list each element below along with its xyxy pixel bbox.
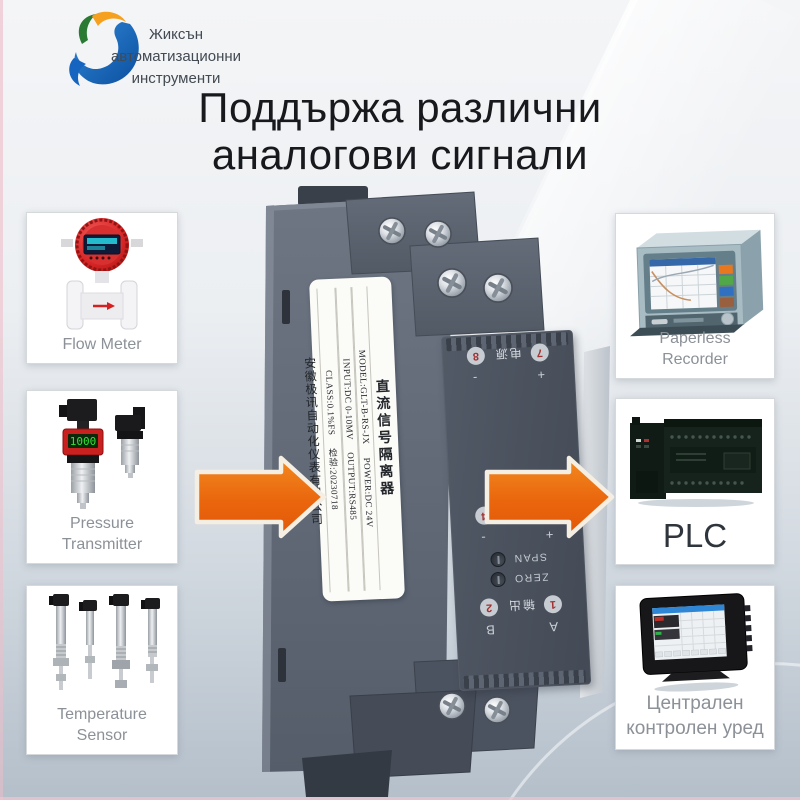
plc-image (616, 401, 774, 513)
card-label: Paperless Recorder (616, 328, 774, 370)
brand-line: автоматизационни (110, 48, 242, 65)
brand-name: Жиксън автоматизационни инструменти (96, 24, 256, 90)
flow-arrow-left-icon (194, 455, 327, 539)
card-label-line: контролен уред (626, 718, 764, 739)
card-label-line: PLC (662, 517, 728, 554)
device-side-face (580, 346, 610, 698)
pressure-transmitter-image: 1000 (27, 393, 177, 515)
card-label-line: Sensor (76, 727, 128, 744)
title-line: Поддържа различни (198, 84, 602, 131)
temperature-sensor-image (27, 588, 177, 706)
hmi-panel-image (616, 588, 774, 696)
flow-arrow-right-icon (484, 455, 615, 539)
paperless-recorder-image (616, 216, 774, 337)
left-edge-tint (0, 0, 3, 800)
card-flow-meter: Flow Meter (26, 212, 178, 364)
card-label-line: Recorder (662, 351, 728, 368)
brand-line: Жиксън (148, 26, 204, 43)
card-label-line: Pressure (69, 515, 135, 532)
card-label-line: Централен (646, 693, 744, 714)
card-label-line: Paperless (659, 330, 731, 347)
page-title: Поддържа различни аналогови сигнали (0, 84, 800, 178)
flow-meter-image (27, 215, 177, 333)
card-central-control-unit: Централен контролен уред (615, 585, 775, 750)
card-label-line: Flow Meter (62, 336, 142, 353)
card-label: Pressure Transmitter (27, 513, 177, 555)
card-pressure-transmitter: 1000 Pressure Transmitter (26, 390, 178, 564)
title-line: аналогови сигнали (211, 131, 589, 178)
card-label: Flow Meter (27, 334, 177, 355)
card-label-line: Transmitter (61, 536, 143, 553)
bottom-edge-tint (0, 797, 800, 800)
card-temperature-sensor: Temperature Sensor (26, 585, 178, 755)
pressure-lcd-value: 1000 (70, 435, 97, 448)
card-label: PLC (616, 518, 774, 554)
card-label-line: Temperature (57, 706, 147, 723)
card-plc: PLC (615, 398, 775, 565)
brand-logo-icon (52, 8, 148, 92)
card-label: Temperature Sensor (27, 704, 177, 746)
brand-line: инструменти (131, 70, 221, 87)
card-paperless-recorder: Paperless Recorder (615, 213, 775, 379)
card-label: Централен контролен уред (616, 691, 774, 741)
